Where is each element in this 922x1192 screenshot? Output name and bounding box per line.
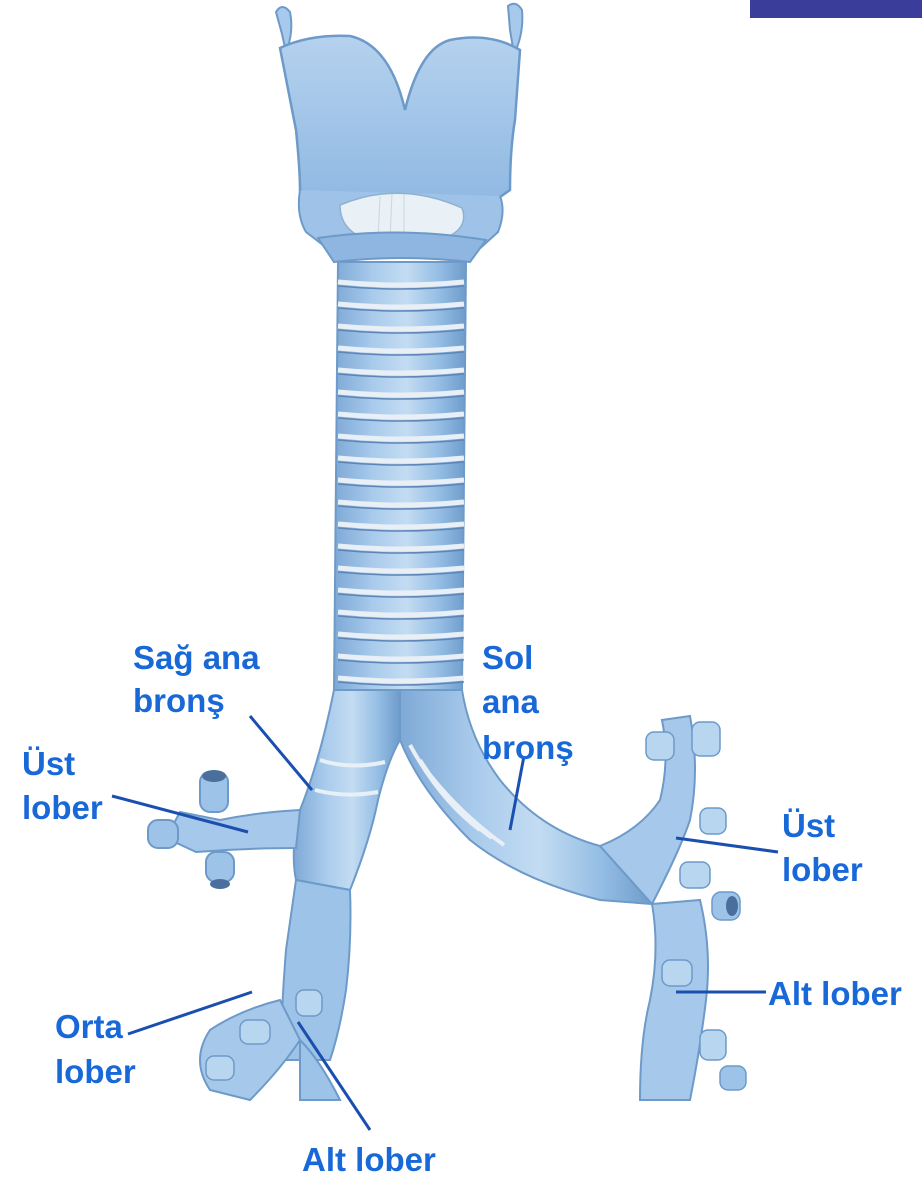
leader-sag-ana [250,716,312,790]
label-orta-line1: Orta [55,1007,123,1046]
label-sol-line1: Sol [482,638,533,677]
label-ust-right-line2: lober [782,850,863,889]
bronchi [148,690,746,1100]
label-orta-line2: lober [55,1052,136,1091]
label-ust-left-line2: lober [22,788,103,827]
trachea [334,262,466,690]
label-sol-line3: bronş [482,728,574,767]
label-ust-right-line1: Üst [782,806,835,845]
label-sag-ana-line2: bronş [133,681,225,720]
leader-ust-right [676,838,778,852]
label-ust-left-line1: Üst [22,744,75,783]
label-alt-right: Alt lober [768,974,902,1013]
label-alt-bottom: Alt lober [302,1140,436,1179]
label-sol-line2: ana [482,682,539,721]
larynx [276,4,522,262]
label-sag-ana-line1: Sağ ana [133,638,260,677]
